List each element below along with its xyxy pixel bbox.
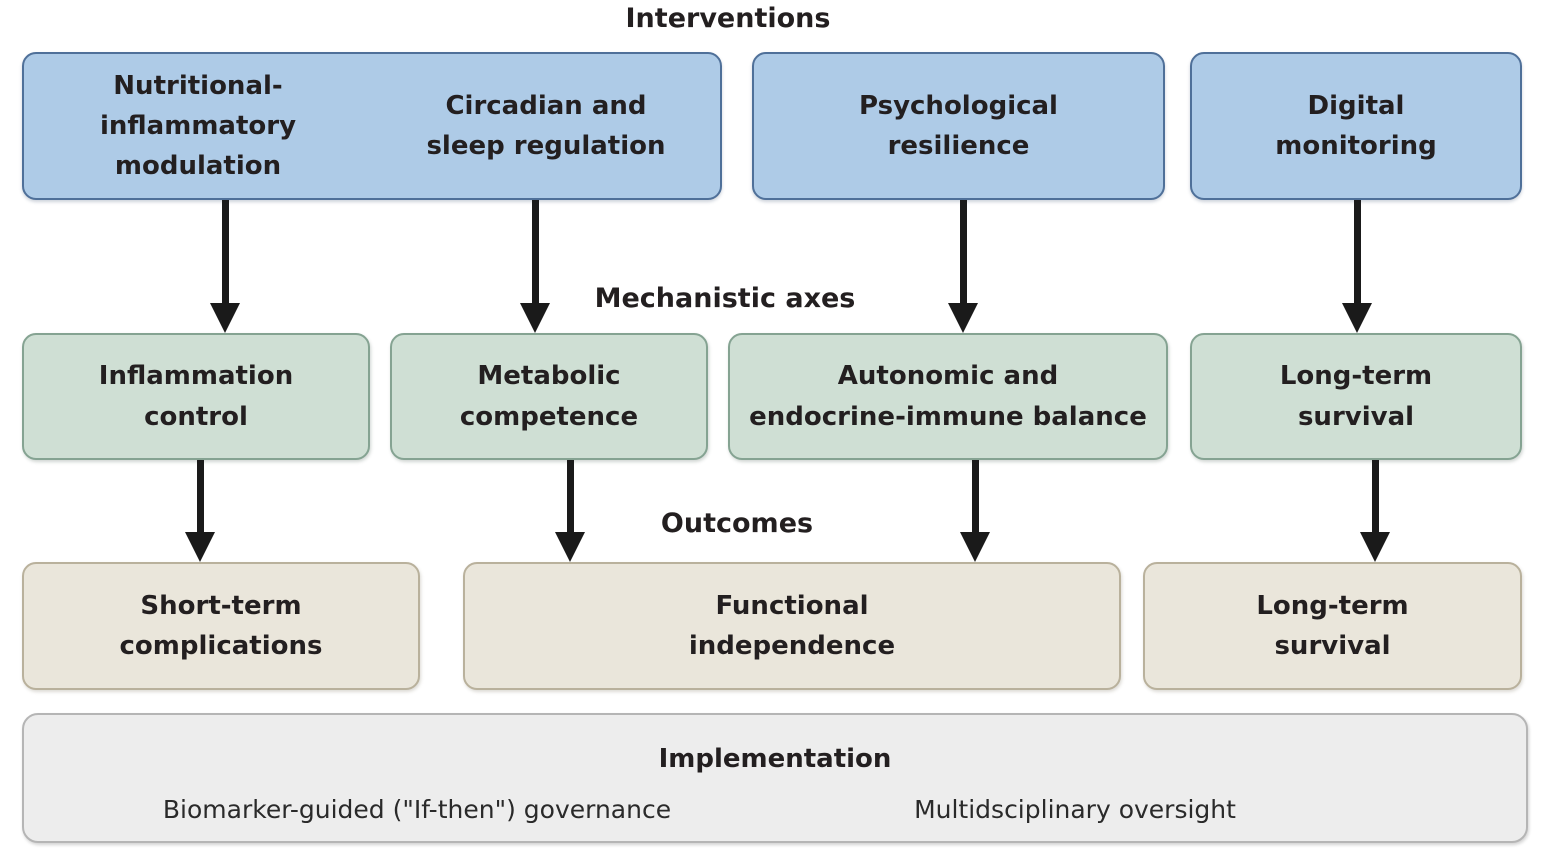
metabolic-competence-box: Metabolic competence (390, 333, 708, 460)
implementation-title: Implementation (658, 744, 892, 774)
longterm-survival-axis-box: Long-term survival (1190, 333, 1522, 460)
outcomes-section-label: Outcomes (660, 508, 814, 539)
longterm-survival-outcome-box: Long-term survival (1143, 562, 1522, 690)
arrow-nutritional-to-inflammation (210, 200, 240, 333)
mechanistic-axes-section-label: Mechanistic axes (594, 283, 856, 314)
shortterm-complications-box: Short-term complications (22, 562, 420, 690)
arrow-stem (531, 200, 539, 303)
arrow-autonomic-to-functional (960, 460, 990, 562)
arrow-psychological-to-autonomic (948, 200, 978, 333)
arrow-head-icon (948, 303, 978, 333)
arrow-stem (959, 200, 967, 303)
nutritional-inflammatory-modulation-label: Nutritional- inflammatory modulation (99, 70, 297, 182)
multidisciplinary-oversight-label: Multidsciplinary oversight (914, 795, 1236, 824)
arrow-stem (971, 460, 979, 532)
arrow-head-icon (520, 303, 550, 333)
arrow-stem (196, 460, 204, 532)
autonomic-endocrine-immune-balance-box: Autonomic and endocrine-immune balance (728, 333, 1168, 460)
arrow-inflammation-to-shortterm (185, 460, 215, 562)
arrow-head-icon (1360, 532, 1390, 562)
arrow-digital-to-longterm-axis (1342, 200, 1372, 333)
interventions-section-label: Interventions (625, 3, 831, 34)
implementation-box: Implementation Biomarker-guided ("If-the… (22, 713, 1528, 843)
circadian-sleep-regulation-label: Circadian and sleep regulation (426, 90, 666, 161)
psychological-resilience-box: Psychological resilience (752, 52, 1165, 200)
inflammation-control-box: Inflammation control (22, 333, 370, 460)
arrow-head-icon (1342, 303, 1372, 333)
arrow-head-icon (185, 532, 215, 562)
arrow-stem (566, 460, 574, 532)
digital-monitoring-box: Digital monitoring (1190, 52, 1522, 200)
arrow-head-icon (960, 532, 990, 562)
arrow-stem (1371, 460, 1379, 532)
biomarker-governance-label: Biomarker-guided ("If-then") governance (162, 795, 672, 824)
arrow-metabolic-to-functional (555, 460, 585, 562)
arrow-stem (1353, 200, 1361, 303)
arrow-longterm-axis-to-longterm-outcome (1360, 460, 1390, 562)
arrow-stem (221, 200, 229, 303)
functional-independence-box: Functional independence (463, 562, 1121, 690)
arrow-circadian-to-metabolic (520, 200, 550, 333)
arrow-head-icon (210, 303, 240, 333)
arrow-head-icon (555, 532, 585, 562)
interventions-combined-box: Nutritional- inflammatory modulation Cir… (22, 52, 722, 200)
